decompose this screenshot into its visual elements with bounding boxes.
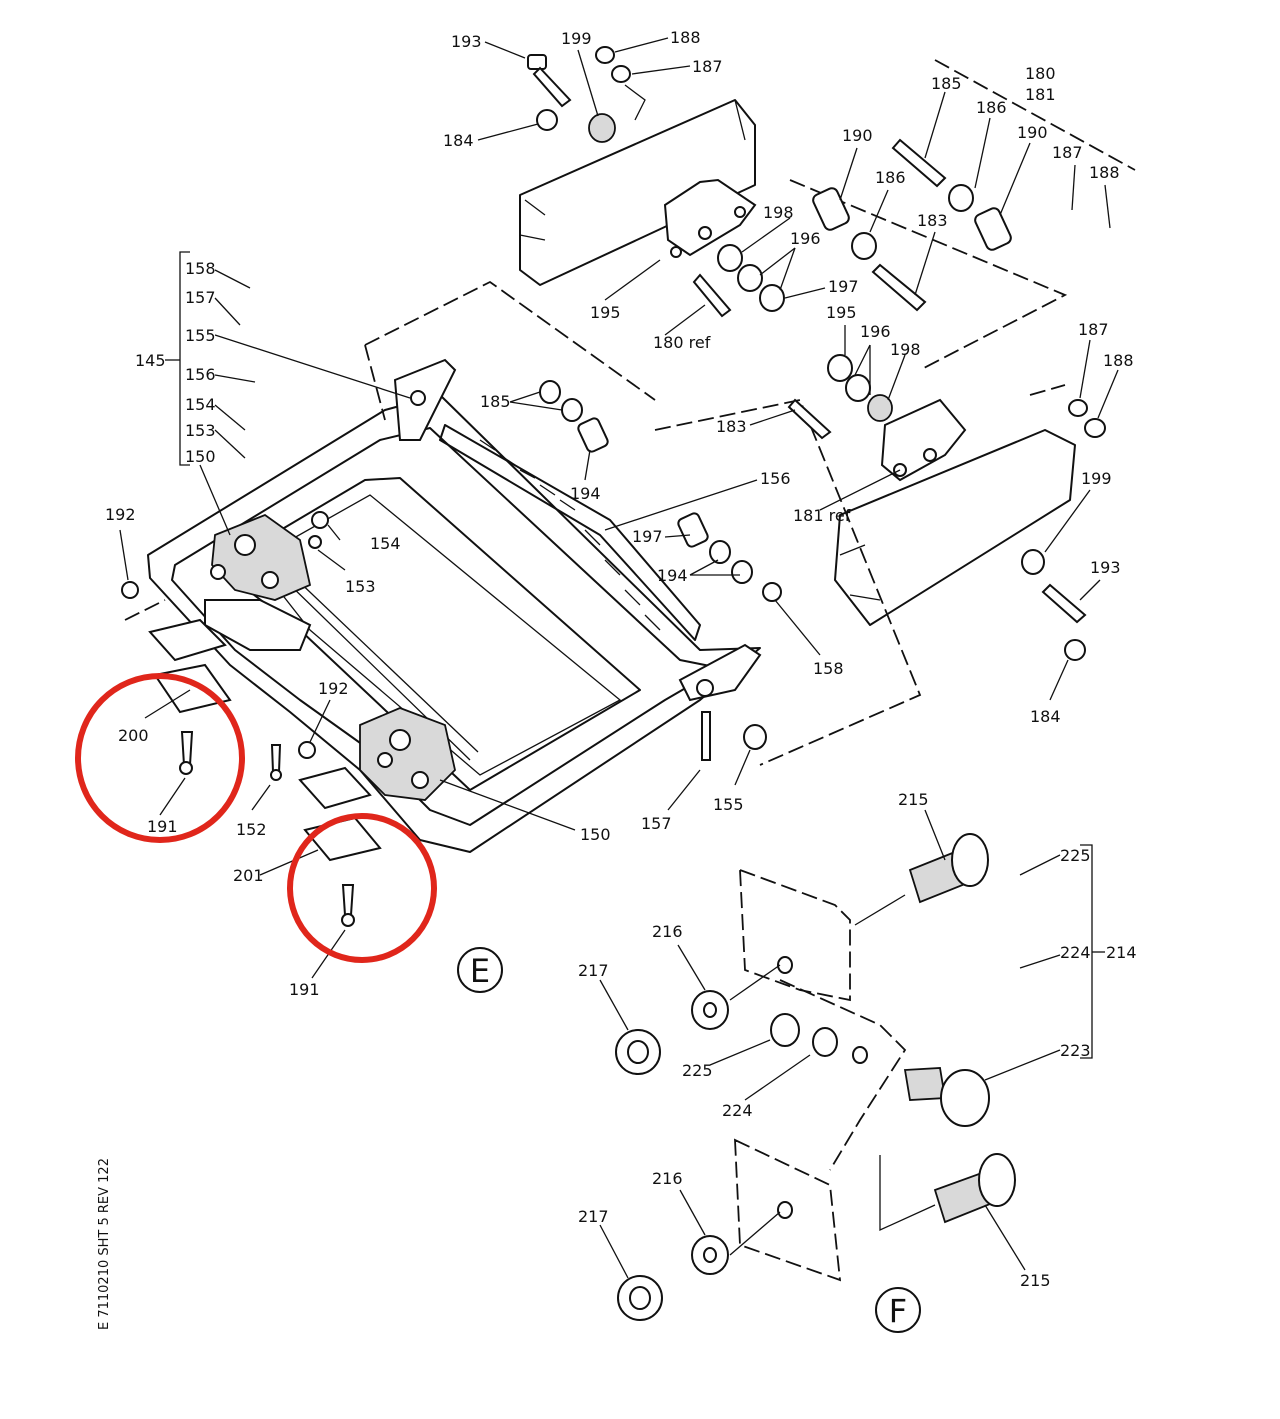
callout-191-mid: 191 xyxy=(289,980,320,999)
highlight-200-191 xyxy=(75,673,245,843)
callout-224-mid: 224 xyxy=(722,1101,753,1120)
callout-224-group: 224 xyxy=(1060,943,1091,962)
view-label-f: F xyxy=(889,1292,907,1330)
hardware-parts xyxy=(121,46,1106,927)
upper-beam xyxy=(519,99,757,286)
callout-180-ref: 195 xyxy=(590,303,621,322)
callout-155-left: 155 xyxy=(185,326,216,345)
callout-215-bottom: 215 xyxy=(1020,1271,1051,1290)
callout-194-mid: 194 xyxy=(657,566,688,585)
lower-beam xyxy=(834,398,1076,626)
callout-225-group: 225 xyxy=(1060,846,1091,865)
callout-225-mid: 225 xyxy=(682,1061,713,1080)
callout-154-left: 154 xyxy=(185,395,216,414)
callout-157-left: 157 xyxy=(185,288,216,307)
callout-158-mid: 158 xyxy=(813,659,844,678)
callout-191-left: 191 xyxy=(147,817,178,836)
highlights xyxy=(75,673,437,963)
view-markers: E F xyxy=(457,947,921,1333)
callout-197-top: 194 xyxy=(570,484,601,503)
callout-201: 201 xyxy=(233,866,264,885)
callout-196-top: 196 xyxy=(790,229,821,248)
callout-181-group: 181 xyxy=(1025,85,1056,104)
callout-145: 145 xyxy=(135,351,166,370)
callout-193-top: 193 xyxy=(451,32,482,51)
view-label-e: E xyxy=(470,952,490,990)
callout-217-bottom: 217 xyxy=(578,1207,609,1226)
callout-195-mid: 195 xyxy=(826,303,857,322)
callout-187-group: 187 xyxy=(1052,143,1083,162)
callout-199-top: 199 xyxy=(561,29,592,48)
callout-192-mid: 192 xyxy=(318,679,349,698)
callout-188-right: 188 xyxy=(1103,351,1134,370)
callout-180-group: 180 xyxy=(1025,64,1056,83)
callout-188-group: 188 xyxy=(1089,163,1120,182)
callout-186-mid: 186 xyxy=(875,168,906,187)
callout-216-bottom: 216 xyxy=(652,1169,683,1188)
callout-196-mid: 196 xyxy=(860,322,891,341)
highlight-201-191 xyxy=(287,813,437,963)
callout-152: 152 xyxy=(236,820,267,839)
callout-198-top: 198 xyxy=(763,203,794,222)
callout-labels: 193 199 188 187 184 185 186 190 180 181 … xyxy=(105,28,1137,1290)
callout-195-right: 197 xyxy=(828,277,859,296)
hinge-detail xyxy=(615,833,1016,1321)
callout-215-top: 215 xyxy=(898,790,929,809)
dashed-guides xyxy=(124,59,1136,766)
callout-186-top: 186 xyxy=(976,98,1007,117)
callout-184-right: 184 xyxy=(1030,707,1061,726)
callout-153-left: 153 xyxy=(185,421,216,440)
callout-158-left: 158 xyxy=(185,259,216,278)
callout-194-top: 185 xyxy=(480,392,511,411)
callout-188-top: 188 xyxy=(670,28,701,47)
callout-183-top: 180 ref xyxy=(653,333,711,352)
callout-153-mid: 153 xyxy=(345,577,376,596)
callout-199-right: 199 xyxy=(1081,469,1112,488)
callout-200: 200 xyxy=(118,726,149,745)
callout-156-mid: 156 xyxy=(760,469,791,488)
callout-223: 223 xyxy=(1060,1041,1091,1060)
callout-156-left: 156 xyxy=(185,365,216,384)
callout-187-top: 187 xyxy=(692,57,723,76)
callout-155-mid: 155 xyxy=(713,795,744,814)
callout-185-top: 185 xyxy=(931,74,962,93)
callout-190-a: 190 xyxy=(842,126,873,145)
callout-216-top: 216 xyxy=(652,922,683,941)
callout-187-right: 187 xyxy=(1078,320,1109,339)
group-brackets xyxy=(165,251,1105,1059)
callout-192-left: 192 xyxy=(105,505,136,524)
callout-184-top: 184 xyxy=(443,131,474,150)
callout-214: 214 xyxy=(1106,943,1137,962)
document-code: E 7110210 SHT 5 REV 122 xyxy=(97,1158,112,1330)
callout-197-mid: 197 xyxy=(632,527,663,546)
leader-lines xyxy=(119,37,1119,1279)
callout-150-mid: 150 xyxy=(580,825,611,844)
callout-185-mid: 183 xyxy=(917,211,948,230)
callout-193-right: 193 xyxy=(1090,558,1121,577)
callout-217-top: 217 xyxy=(578,961,609,980)
callout-157-mid: 157 xyxy=(641,814,672,833)
callout-183-mid: 183 xyxy=(716,417,747,436)
callout-190-b: 190 xyxy=(1017,123,1048,142)
callout-150-left: 150 xyxy=(185,447,216,466)
callout-198-mid: 198 xyxy=(890,340,921,359)
callout-181-ref: 181 ref xyxy=(793,506,851,525)
callout-154-mid: 154 xyxy=(370,534,401,553)
